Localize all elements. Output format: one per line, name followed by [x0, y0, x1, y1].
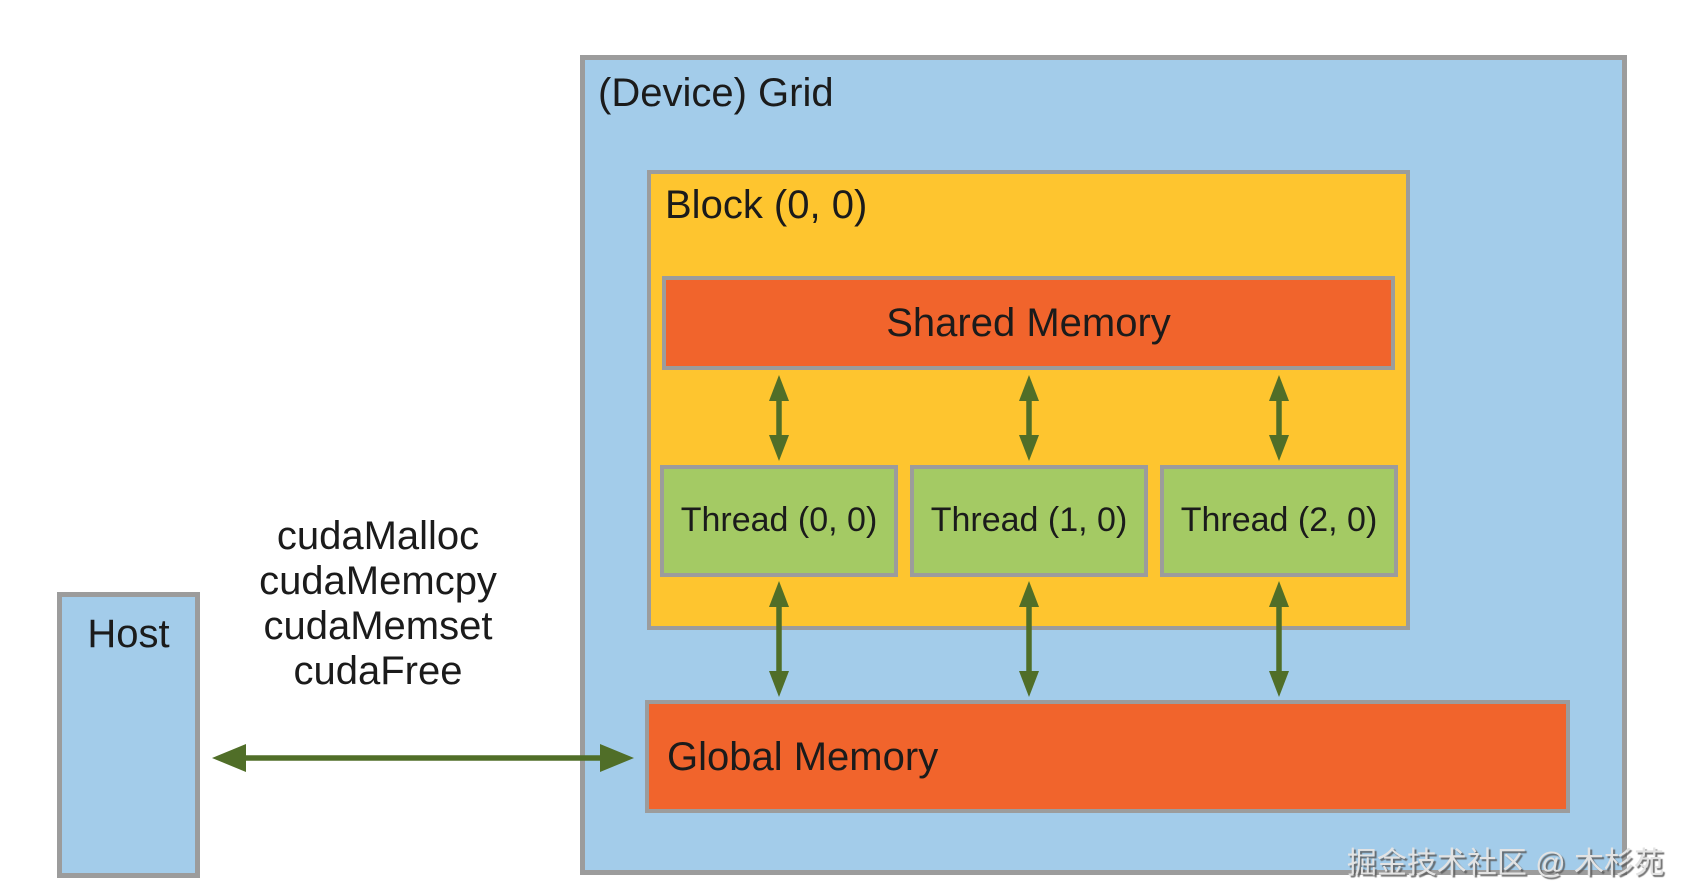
thread-label: Thread (0, 0)	[680, 501, 878, 540]
host-device-arrow-icon	[212, 744, 634, 772]
api-call-label: cudaFree	[293, 649, 463, 693]
host-box: Host	[57, 592, 200, 878]
thread-global-arrow-icon	[769, 581, 789, 697]
host-label: Host	[87, 612, 170, 656]
block-label: Block (0, 0)	[665, 183, 868, 227]
device-grid-label: (Device) Grid	[598, 71, 834, 115]
shared-thread-arrow-icon	[1269, 375, 1289, 461]
shared-memory-label: Shared Memory	[886, 301, 1171, 345]
thread-label: Thread (2, 0)	[1180, 501, 1378, 540]
shared-thread-arrow-icon	[1019, 375, 1039, 461]
device-grid-box: (Device) Grid Block (0, 0) Shared Memory…	[580, 55, 1627, 875]
thread-box-0: Thread (0, 0)	[660, 465, 898, 577]
api-call-label: cudaMalloc	[276, 514, 480, 558]
thread-global-arrow-icon	[1269, 581, 1289, 697]
thread-global-arrow-icon	[1019, 581, 1039, 697]
watermark: 掘金技术社区 @ 木杉苑	[1346, 847, 1664, 880]
api-calls-list: cudaMalloc cudaMemcpy cudaMemset cudaFre…	[200, 514, 556, 694]
thread-box-2: Thread (2, 0)	[1160, 465, 1398, 577]
global-memory-box: Global Memory	[645, 700, 1570, 813]
shared-memory-box: Shared Memory	[662, 276, 1395, 370]
block-box: Block (0, 0) Shared Memory Thread (0, 0)…	[647, 170, 1410, 630]
thread-label: Thread (1, 0)	[930, 501, 1128, 540]
global-memory-label: Global Memory	[667, 734, 939, 779]
api-call-label: cudaMemcpy	[259, 559, 497, 603]
shared-thread-arrow-icon	[769, 375, 789, 461]
api-call-label: cudaMemset	[263, 604, 493, 648]
thread-box-1: Thread (1, 0)	[910, 465, 1148, 577]
